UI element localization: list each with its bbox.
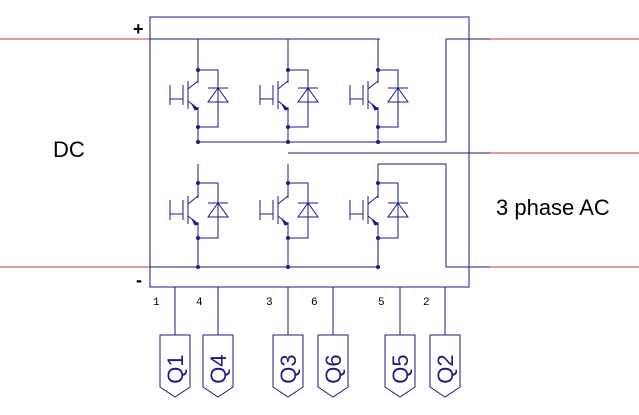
rail-lines <box>0 38 639 268</box>
bus-wiring <box>150 38 490 268</box>
junction-dot <box>196 125 200 129</box>
gate-label: Q4 <box>206 354 231 383</box>
igbt-switch <box>349 39 409 142</box>
igbt-collector-leg <box>187 80 199 90</box>
igbt-collector-leg <box>367 195 379 205</box>
diode-triangle <box>207 87 229 103</box>
emitter-arrow <box>281 103 290 111</box>
junction-dot <box>376 125 380 129</box>
igbt-collector-leg <box>187 195 199 205</box>
gate-label: Q6 <box>321 354 346 383</box>
gate-label: Q3 <box>276 354 301 383</box>
diode-triangle <box>297 202 319 218</box>
pin-number: 1 <box>153 297 160 309</box>
diode-triangle <box>387 202 409 218</box>
igbt-collector-leg <box>367 80 379 90</box>
junction-dot <box>376 181 380 185</box>
pin-number: 2 <box>423 297 430 309</box>
minus-label: - <box>136 270 142 290</box>
junction-dot <box>196 265 200 269</box>
junction-dot <box>376 265 380 269</box>
igbt-collector-leg <box>277 195 289 205</box>
junction-dot <box>286 236 290 240</box>
diode-wire <box>378 69 399 128</box>
junction-dot <box>376 236 380 240</box>
gate-connector <box>202 334 234 398</box>
junction-dot <box>286 140 290 144</box>
gate-label: Q5 <box>388 354 413 383</box>
gate-connector <box>429 334 461 398</box>
emitter-arrow <box>371 103 380 111</box>
junction-dot <box>286 181 290 185</box>
junction-dot <box>196 68 200 72</box>
diode-wire <box>198 69 219 128</box>
pin-number: 3 <box>266 297 273 309</box>
igbt-switch <box>259 164 319 267</box>
igbt-switch <box>349 164 409 267</box>
diode-wire <box>288 182 309 239</box>
junction-dot <box>196 181 200 185</box>
junction-dot <box>376 140 380 144</box>
emitter-arrow <box>191 218 200 226</box>
switch-array <box>169 39 409 269</box>
gate-connector <box>317 334 349 398</box>
junction-dot <box>376 68 380 72</box>
ac-label: 3 phase AC <box>496 195 610 220</box>
dc-label: DC <box>53 137 85 162</box>
emitter-arrow <box>191 103 200 111</box>
junction-dot <box>286 125 290 129</box>
pin-number: 4 <box>196 297 203 309</box>
igbt-switch <box>169 164 229 267</box>
pin-number: 5 <box>378 297 385 309</box>
gate-connector <box>384 334 416 398</box>
igbt-switch <box>259 39 319 142</box>
plus-label: + <box>133 19 144 39</box>
phase-a-wire <box>198 38 490 143</box>
junction-dot <box>286 68 290 72</box>
gate-label: Q1 <box>163 354 188 383</box>
igbt-switch <box>169 39 229 142</box>
diode-wire <box>288 69 309 128</box>
pin-number: 6 <box>311 297 318 309</box>
diode-triangle <box>387 87 409 103</box>
diode-triangle <box>207 202 229 218</box>
diode-wire <box>198 182 219 239</box>
module-box <box>149 16 470 288</box>
igbt-collector-leg <box>277 80 289 90</box>
emitter-arrow <box>281 218 290 226</box>
junction-dot <box>196 236 200 240</box>
junction-dot <box>196 140 200 144</box>
junction-dot <box>286 265 290 269</box>
diode-wire <box>378 182 399 239</box>
phase-c-wire <box>378 163 490 268</box>
pin-leads: 1Q1 4Q4 3Q3 6Q6 5Q5 2Q2 <box>153 287 461 398</box>
gate-connector <box>272 334 304 398</box>
emitter-arrow <box>371 218 380 226</box>
diode-triangle <box>297 87 319 103</box>
gate-label: Q2 <box>433 354 458 383</box>
gate-connector <box>159 334 191 398</box>
